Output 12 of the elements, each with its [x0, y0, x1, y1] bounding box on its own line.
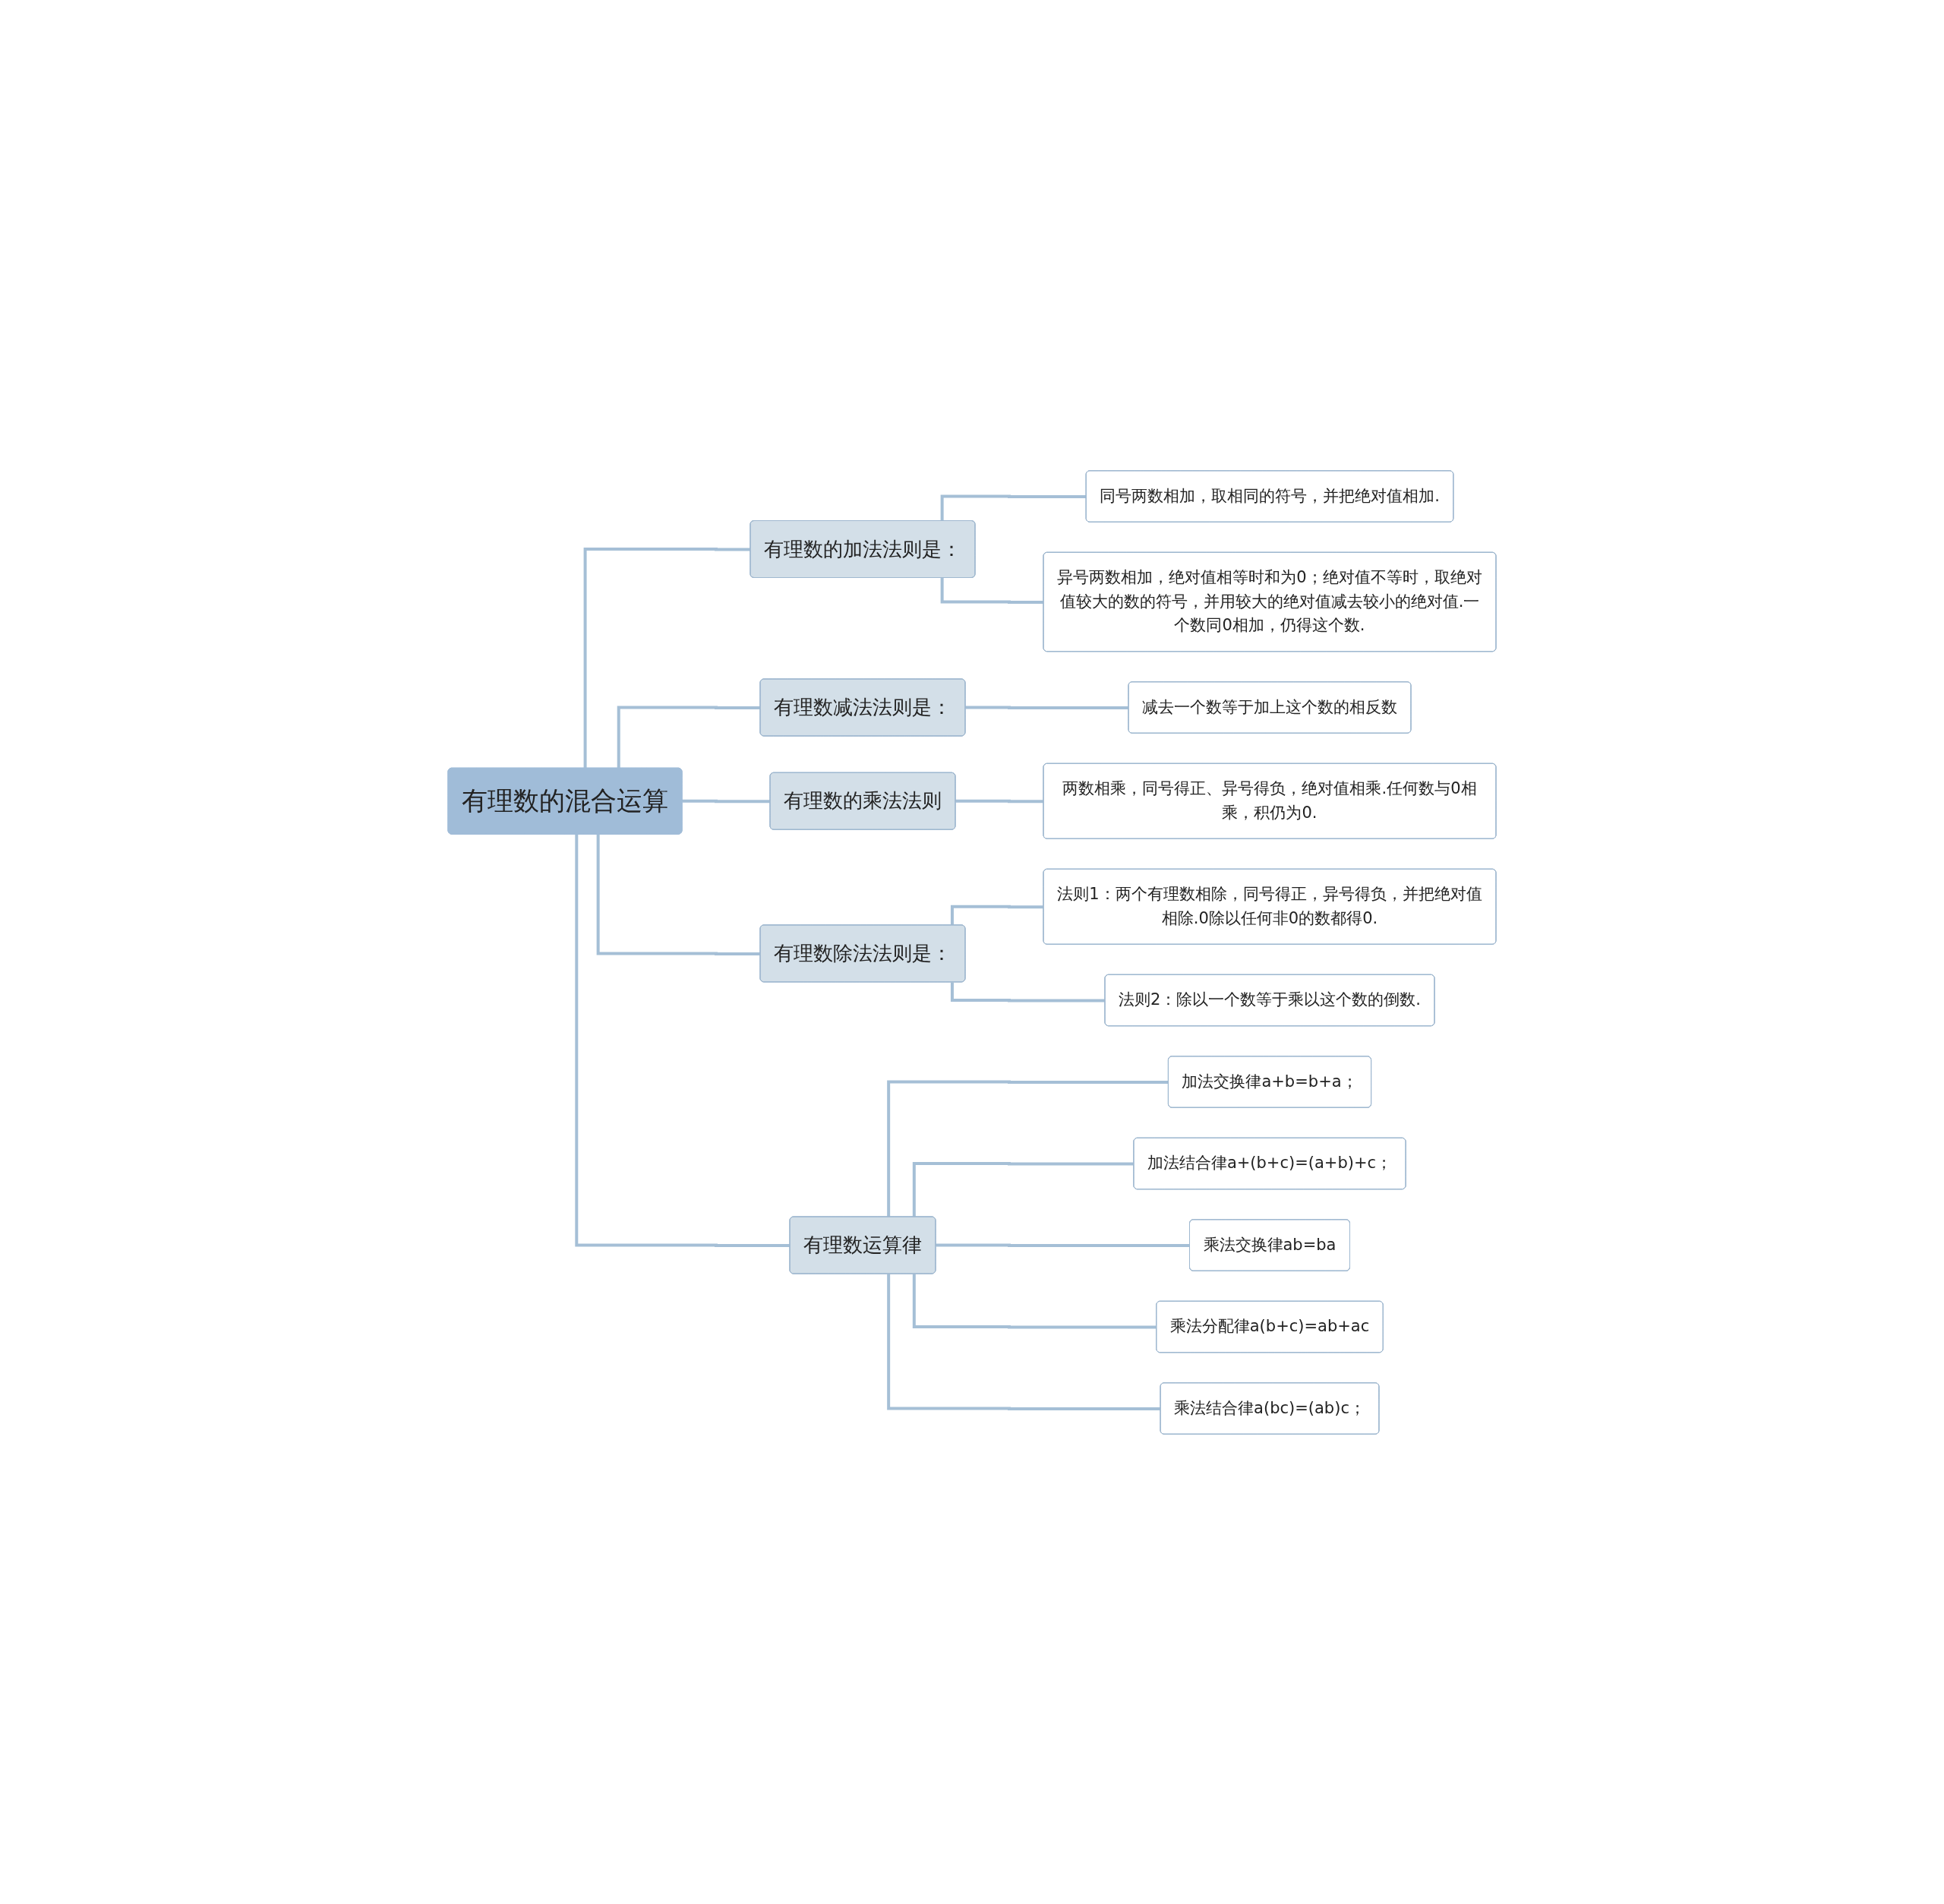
connector: [912, 1161, 1135, 1217]
connector: [575, 834, 791, 1247]
connector: [912, 1274, 1157, 1328]
connector: [950, 905, 1044, 925]
connector: [583, 547, 751, 769]
connector: [617, 706, 761, 769]
connector: [887, 1080, 1169, 1217]
connector: [596, 834, 761, 955]
connector: [950, 981, 1106, 1002]
connector: [940, 577, 1044, 604]
connector: [887, 1274, 1161, 1410]
connector: [940, 494, 1087, 521]
